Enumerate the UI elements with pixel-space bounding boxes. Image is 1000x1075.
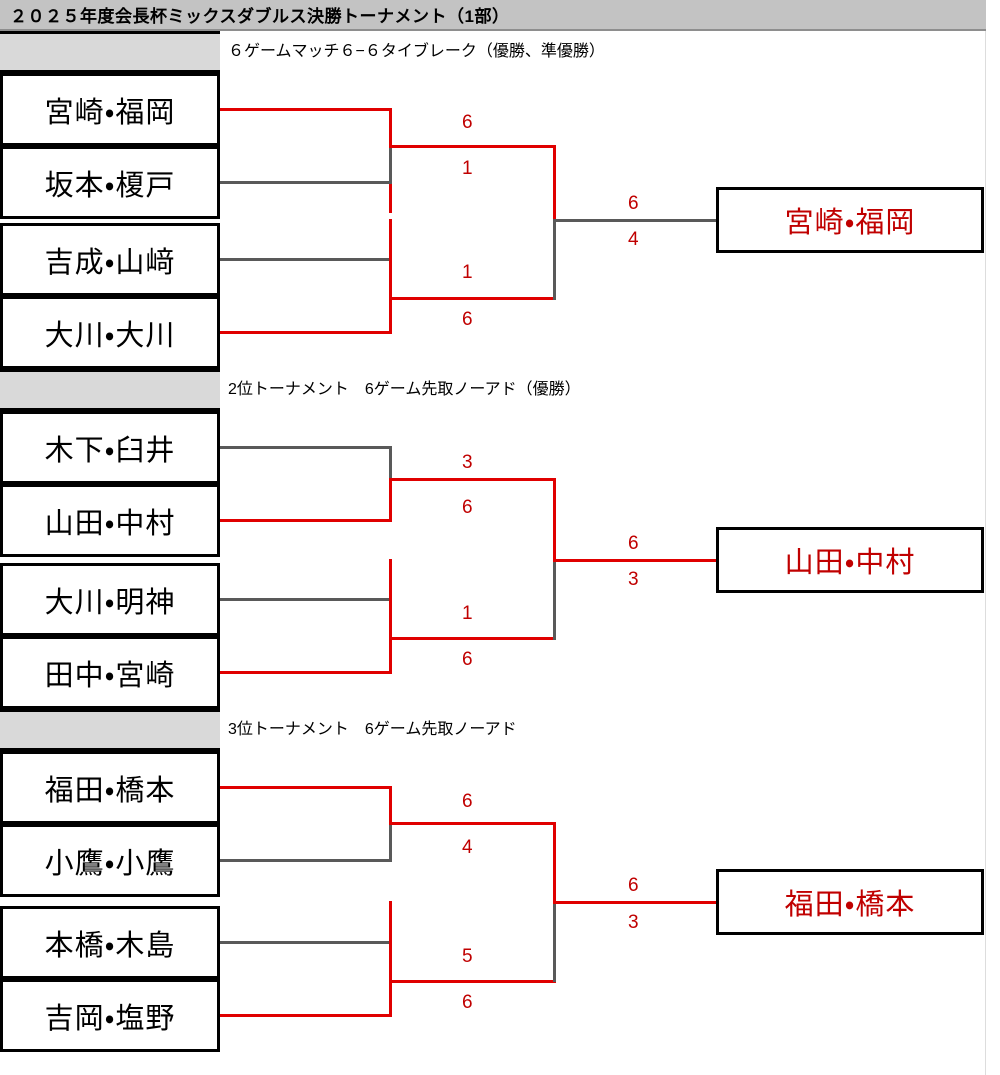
winner-box[interactable]: 山田・中村 xyxy=(716,527,984,593)
page-title-bar: ２０２５年度会長杯ミックスダブルス決勝トーナメント（1部） xyxy=(0,0,986,31)
team-box[interactable]: 大川・大川 xyxy=(0,296,220,369)
score-sf2-top: 5 xyxy=(462,946,473,967)
bracket-connector-sf2-win xyxy=(389,559,392,674)
bracket-line-sf1-top xyxy=(220,786,392,789)
bracket-line-final-out xyxy=(553,219,716,222)
team-name: 吉成・山﨑 xyxy=(44,246,176,279)
score-final-bottom: 3 xyxy=(628,912,639,933)
bracket-connector-sf1-lose xyxy=(389,446,392,485)
score-sf1-bottom: 1 xyxy=(462,158,473,179)
winner-box[interactable]: 宮崎・福岡 xyxy=(716,187,984,253)
team-box[interactable]: 本橋・木島 xyxy=(0,906,220,979)
score-final-top: 6 xyxy=(628,533,639,554)
score-final-top: 6 xyxy=(628,193,639,214)
team-name: 坂本・榎戸 xyxy=(44,169,176,202)
page-title: ２０２５年度会長杯ミックスダブルス決勝トーナメント（1部） xyxy=(10,7,510,26)
bracket-connector-final-upper xyxy=(553,822,556,903)
team-box[interactable]: 吉成・山﨑 xyxy=(0,223,220,296)
score-sf2-top: 1 xyxy=(462,603,473,624)
section-caption-main: ６ゲームマッチ６−６タイブレーク（優勝、準優勝） xyxy=(228,43,605,60)
bracket-connector-final-upper xyxy=(553,478,556,560)
bracket-line-sf1-bottom xyxy=(220,859,392,862)
bracket-line-final-lower xyxy=(389,980,556,983)
score-final-top: 6 xyxy=(628,875,639,896)
score-sf1-top: 6 xyxy=(462,112,473,133)
bracket-connector-final-lower xyxy=(553,559,556,640)
bracket-line-sf1-top xyxy=(220,446,392,449)
score-sf2-top: 1 xyxy=(462,262,473,283)
team-name: 大川・大川 xyxy=(44,319,176,352)
bracket-line-sf2-bottom xyxy=(220,671,392,674)
score-sf2-bottom: 6 xyxy=(462,309,473,330)
section-caption-second: 2位トーナメント 6ゲーム先取ノーアド（優勝） xyxy=(228,381,581,398)
score-sf2-bottom: 6 xyxy=(462,649,473,670)
bracket-line-final-out xyxy=(553,559,716,562)
score-sf1-top: 6 xyxy=(462,791,473,812)
winner-name: 宮崎・福岡 xyxy=(784,207,916,239)
bracket-line-sf2-bottom xyxy=(220,331,392,334)
team-box[interactable]: 小鷹・小鷹 xyxy=(0,824,220,897)
bracket-line-final-lower xyxy=(389,637,556,640)
team-name: 吉岡・塩野 xyxy=(44,1002,176,1035)
team-box[interactable]: 坂本・榎戸 xyxy=(0,146,220,219)
team-box[interactable]: 大川・明神 xyxy=(0,563,220,636)
bracket-line-sf1-bottom xyxy=(220,519,392,522)
score-final-bottom: 4 xyxy=(628,229,639,250)
winner-box[interactable]: 福田・橋本 xyxy=(716,869,984,935)
winner-name: 山田・中村 xyxy=(784,547,916,579)
bracket-line-final-upper xyxy=(389,145,556,148)
team-box[interactable]: 山田・中村 xyxy=(0,484,220,557)
bracket-line-final-upper xyxy=(389,478,556,481)
team-name: 小鷹・小鷹 xyxy=(44,847,176,880)
team-name: 木下・臼井 xyxy=(44,434,176,467)
bracket-connector-final xyxy=(553,145,556,222)
section-band-main xyxy=(0,31,220,73)
section-band-third xyxy=(0,709,220,751)
team-box[interactable]: 福田・橋本 xyxy=(0,751,220,824)
bracket-line-sf2-top xyxy=(220,598,392,601)
page-right-edge xyxy=(985,31,986,1075)
team-box[interactable]: 田中・宮崎 xyxy=(0,636,220,709)
bracket-line-sf1-bottom xyxy=(220,181,392,184)
bracket-connector-sf1-lose xyxy=(389,145,392,184)
team-name: 田中・宮崎 xyxy=(44,659,176,692)
bracket-line-sf2-top xyxy=(220,258,392,261)
team-name: 山田・中村 xyxy=(44,507,176,540)
score-sf2-bottom: 6 xyxy=(462,992,473,1013)
bracket-line-sf1-top xyxy=(220,108,392,111)
score-sf1-bottom: 4 xyxy=(462,837,473,858)
bracket-line-final-upper xyxy=(389,822,556,825)
score-sf1-top: 3 xyxy=(462,452,473,473)
team-box[interactable]: 木下・臼井 xyxy=(0,411,220,484)
team-name: 福田・橋本 xyxy=(44,774,176,807)
bracket-line-final-out xyxy=(553,901,716,904)
bracket-connector-sf1-win xyxy=(389,478,392,522)
team-box[interactable]: 吉岡・塩野 xyxy=(0,979,220,1052)
bracket-connector-sf1-lose xyxy=(389,822,392,861)
winner-name: 福田・橋本 xyxy=(784,889,916,921)
score-final-bottom: 3 xyxy=(628,569,639,590)
bracket-line-sf2-top xyxy=(220,941,392,944)
team-box[interactable]: 宮崎・福岡 xyxy=(0,73,220,146)
team-name: 本橋・木島 xyxy=(44,929,176,962)
team-name: 大川・明神 xyxy=(44,586,176,619)
score-sf1-bottom: 6 xyxy=(462,497,473,518)
bracket-connector-final-lower xyxy=(553,901,556,982)
bracket-line-sf2-bottom xyxy=(220,1014,392,1017)
bracket-line-final-lower xyxy=(389,297,556,300)
bracket-connector-sf2-win xyxy=(389,901,392,1017)
section-caption-third: 3位トーナメント 6ゲーム先取ノーアド xyxy=(228,721,517,738)
section-band-second xyxy=(0,369,220,411)
team-name: 宮崎・福岡 xyxy=(44,96,176,129)
bracket-connector-sf2-win xyxy=(389,219,392,334)
bracket-connector-final-lower xyxy=(553,219,556,300)
